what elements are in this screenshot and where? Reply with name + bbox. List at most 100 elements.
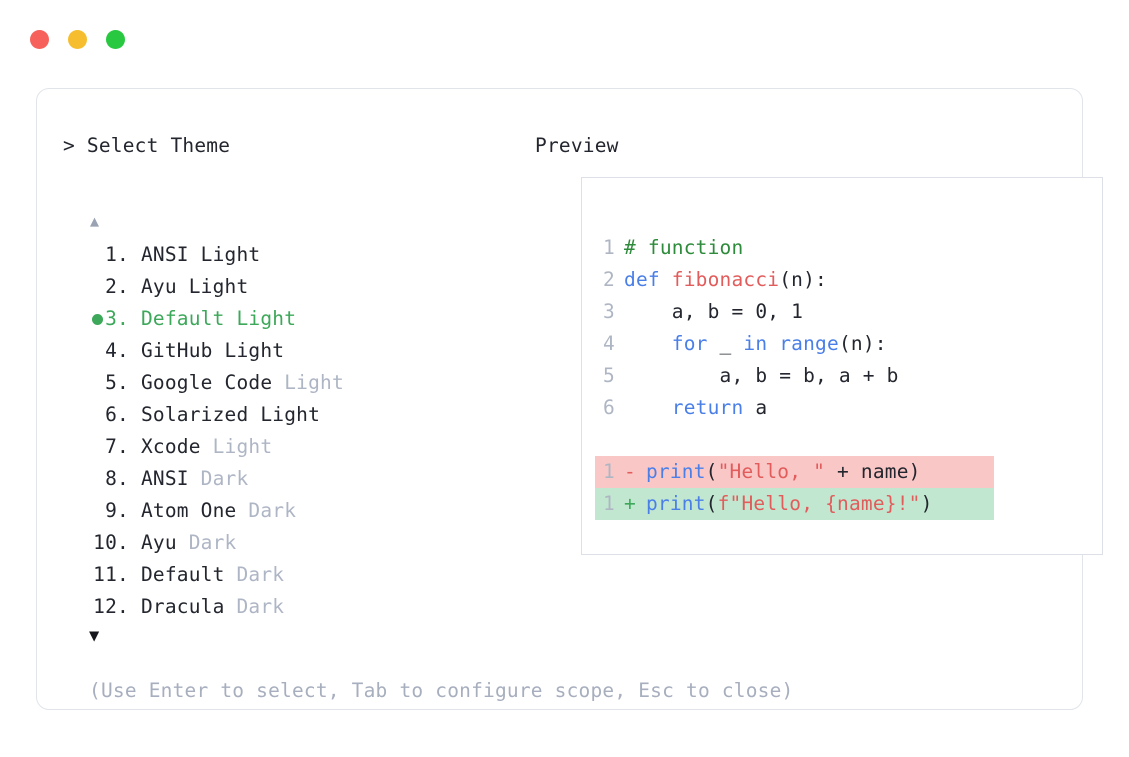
panel-title-select-theme: > Select Theme (63, 134, 231, 157)
code-token: for (671, 332, 708, 355)
theme-list[interactable]: 1. ANSI Light 2. Ayu Light 3. Default Li… (63, 239, 533, 623)
code-token: ) (920, 492, 933, 515)
scroll-up-icon[interactable]: ▲ (90, 212, 100, 230)
theme-item-name: Default (129, 307, 225, 330)
selected-bullet-icon (92, 314, 103, 325)
theme-item-name: GitHub (129, 339, 213, 362)
code-token: a, b = b, a + b (624, 364, 899, 387)
close-button[interactable] (30, 30, 49, 49)
code-line: 4 for _ in range(n): (595, 328, 1096, 360)
line-number: 1 (603, 492, 615, 515)
theme-item-index: 7. (93, 435, 129, 458)
diff-minus-marker: - (624, 460, 636, 483)
theme-item-index: 5. (93, 371, 129, 394)
theme-item-variant: Dark (224, 595, 285, 618)
theme-item-name: ANSI (129, 467, 189, 490)
diff-removed-line: 1- print("Hello, " + name) (595, 456, 994, 488)
diff-plus-marker: + (624, 492, 636, 515)
window-controls (30, 30, 125, 49)
theme-item-variant: Dark (236, 499, 297, 522)
theme-list-item[interactable]: 10. Ayu Dark (63, 527, 533, 559)
maximize-button[interactable] (106, 30, 125, 49)
theme-item-variant: Dark (188, 467, 249, 490)
theme-list-item[interactable]: 7. Xcode Light (63, 431, 533, 463)
theme-list-item[interactable]: 3. Default Light (63, 303, 533, 335)
theme-list-item[interactable]: 2. Ayu Light (63, 271, 533, 303)
diff-added-line: 1 + print(f"Hello, {name}!") (595, 488, 994, 520)
theme-item-name: ANSI (129, 243, 189, 266)
theme-item-name: Solarized (129, 403, 249, 426)
theme-item-index: 9. (93, 499, 129, 522)
panel-title-preview: Preview (535, 134, 619, 157)
theme-item-index: 11. (93, 563, 129, 586)
code-token: # function (624, 236, 744, 259)
line-number: 1 (603, 460, 615, 483)
line-number: 6 (603, 396, 615, 419)
theme-item-variant: Light (176, 275, 249, 298)
theme-item-variant: Light (248, 403, 321, 426)
theme-item-index: 3. (93, 307, 129, 330)
theme-list-item[interactable]: 5. Google Code Light (63, 367, 533, 399)
code-token (634, 460, 646, 483)
theme-list-item[interactable]: 9. Atom One Dark (63, 495, 533, 527)
theme-item-variant: Light (200, 435, 273, 458)
line-number: 3 (603, 300, 615, 323)
code-token: print (645, 492, 706, 515)
theme-item-name: Xcode (129, 435, 201, 458)
code-token: return (671, 396, 744, 419)
line-number: 1 (603, 236, 615, 259)
code-line: 1 # function (595, 232, 1096, 264)
theme-item-variant: Light (224, 307, 297, 330)
theme-list-item[interactable]: 4. GitHub Light (63, 335, 533, 367)
code-token: ( (705, 460, 718, 483)
code-token: f"Hello, {name}!" (717, 492, 921, 515)
code-token: in range (743, 332, 839, 355)
code-token (634, 492, 646, 515)
scroll-down-icon[interactable]: ▼ (89, 626, 100, 646)
theme-item-variant: Light (272, 371, 344, 394)
code-token: _ (707, 332, 744, 355)
theme-item-index: 12. (93, 595, 129, 618)
theme-list-item[interactable]: 11. Default Dark (63, 559, 533, 591)
theme-item-index: 4. (93, 339, 129, 362)
code-line: 5 a, b = b, a + b (595, 360, 1096, 392)
code-token: (n): (779, 268, 827, 291)
code-line: 6 return a (595, 392, 1096, 424)
code-token: ( (705, 492, 718, 515)
code-token: def (624, 268, 672, 291)
line-number: 5 (603, 364, 615, 387)
code-token: fibonacci (671, 268, 780, 291)
code-line: 3 a, b = 0, 1 (595, 296, 1096, 328)
theme-item-index: 8. (93, 467, 129, 490)
theme-item-name: Ayu (129, 531, 177, 554)
minimize-button[interactable] (68, 30, 87, 49)
theme-list-item[interactable]: 12. Dracula Dark (63, 591, 533, 623)
theme-item-name: Atom One (129, 499, 237, 522)
theme-list-item[interactable]: 8. ANSI Dark (63, 463, 533, 495)
theme-item-index: 2. (93, 275, 129, 298)
card-columns: > Select Theme ▲ 1. ANSI Light 2. Ayu Li… (37, 89, 1103, 709)
theme-item-variant: Dark (224, 563, 285, 586)
code-token (624, 332, 672, 355)
theme-list-item[interactable]: 6. Solarized Light (63, 399, 533, 431)
theme-item-name: Dracula (129, 595, 225, 618)
theme-list-item[interactable]: 1. ANSI Light (63, 239, 533, 271)
code-token: (n): (838, 332, 887, 355)
theme-item-variant: Light (188, 243, 261, 266)
theme-item-index: 1. (93, 243, 129, 266)
code-token: print (645, 460, 706, 483)
theme-select-panel: > Select Theme ▲ 1. ANSI Light 2. Ayu Li… (63, 133, 793, 702)
code-blank-line (595, 424, 1096, 456)
code-token: a (743, 396, 768, 419)
theme-item-name: Google Code (129, 371, 273, 394)
theme-item-name: Ayu (129, 275, 177, 298)
keyboard-hint: (Use Enter to select, Tab to configure s… (89, 679, 794, 702)
code-token: + name) (825, 460, 921, 483)
theme-item-variant: Dark (176, 531, 237, 554)
code-token: "Hello, " (717, 460, 826, 483)
theme-item-name: Default (129, 563, 225, 586)
